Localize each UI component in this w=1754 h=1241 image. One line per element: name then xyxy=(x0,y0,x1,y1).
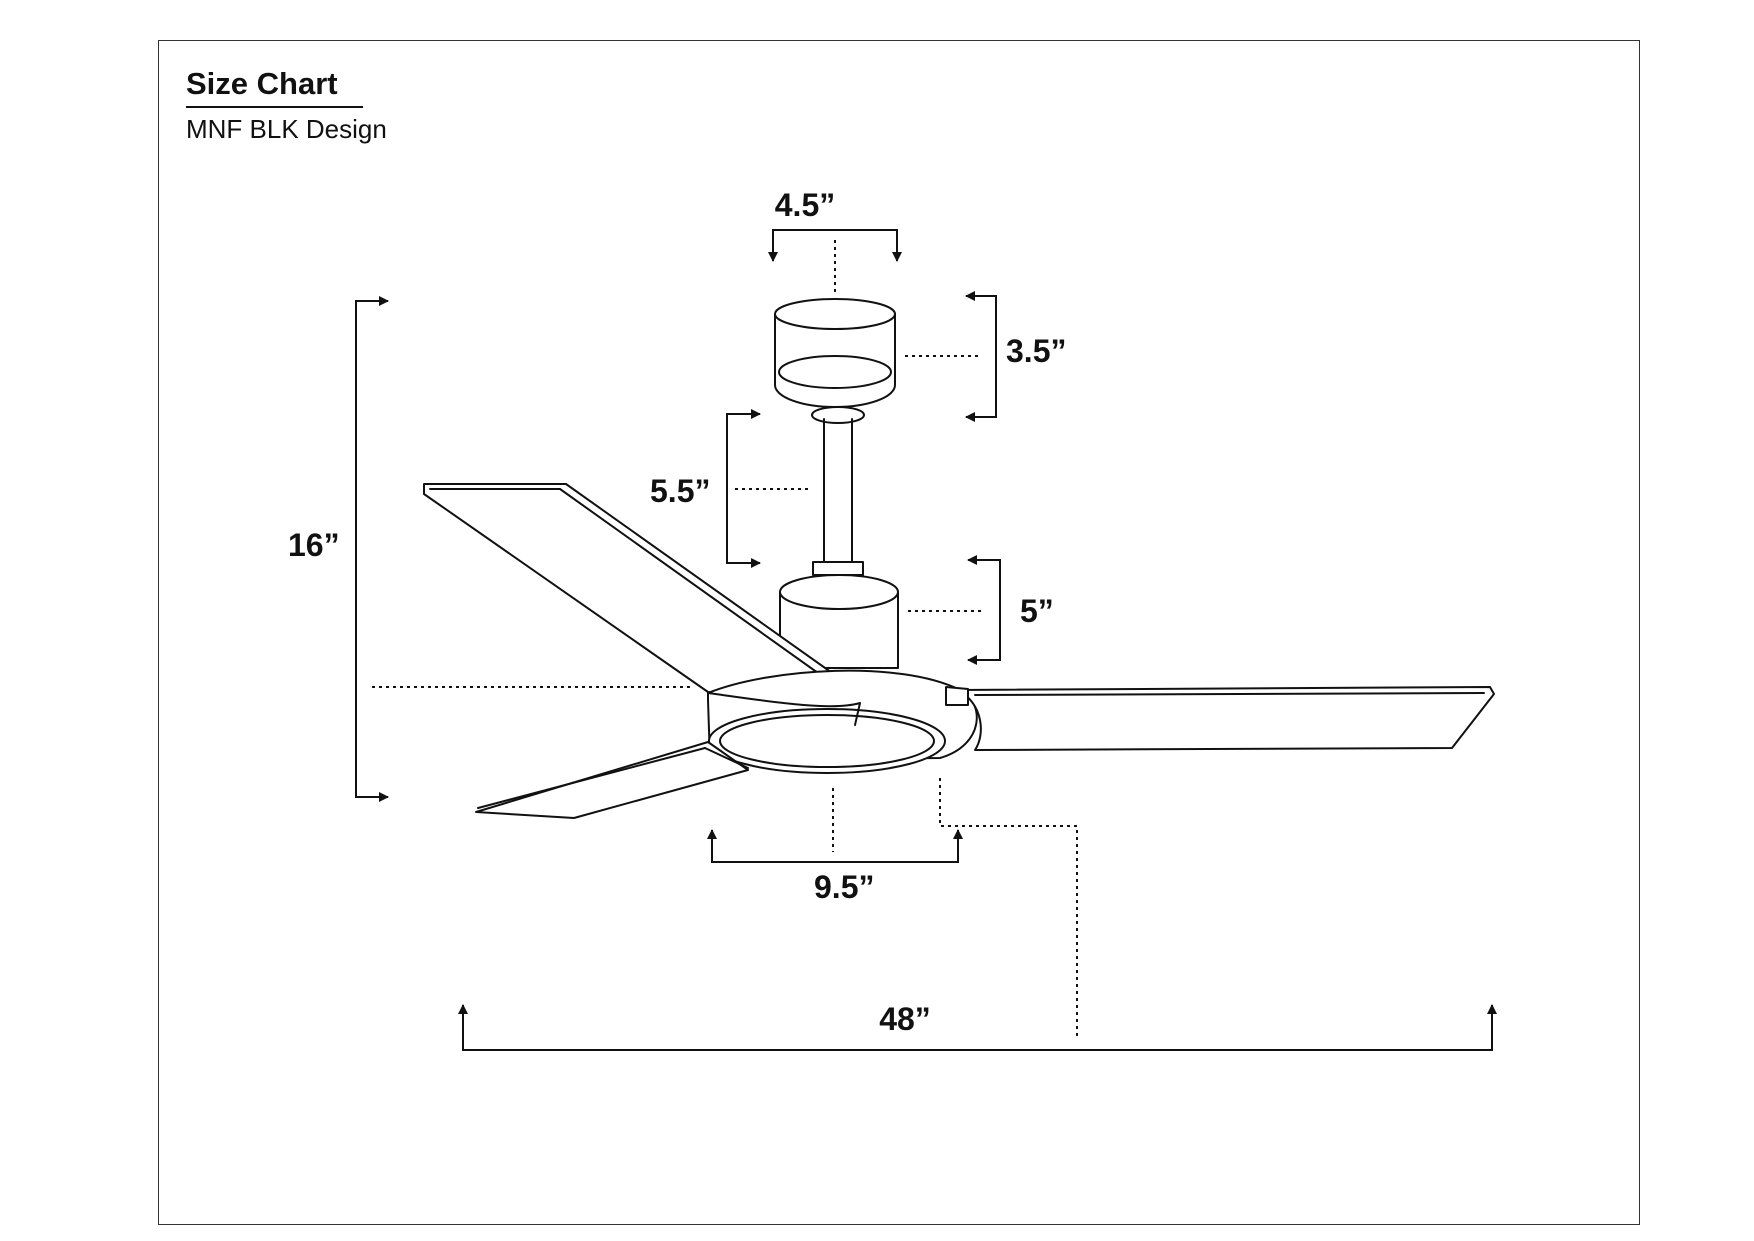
dim-downrod-length xyxy=(726,409,811,568)
title-underline xyxy=(186,106,363,108)
downrod xyxy=(812,418,864,576)
label-light-kit-width: 9.5” xyxy=(814,869,874,905)
dim-overall-height xyxy=(355,296,690,802)
blade-left-lower xyxy=(475,741,749,819)
diagram-frame xyxy=(158,40,1640,1225)
page-subtitle: MNF BLK Design xyxy=(186,114,387,144)
dim-blade-span xyxy=(458,778,1497,1051)
dim-canopy-width xyxy=(768,229,902,296)
page-title: Size Chart xyxy=(186,66,338,101)
dim-canopy-height xyxy=(905,291,997,422)
label-motor-height: 5” xyxy=(1020,593,1054,629)
motor-body-ring xyxy=(707,669,978,774)
label-blade-span: 48” xyxy=(879,1001,931,1037)
label-canopy-height: 3.5” xyxy=(1006,333,1066,369)
label-downrod-length: 5.5” xyxy=(650,473,710,509)
canopy xyxy=(774,298,896,424)
label-canopy-width: 4.5” xyxy=(775,187,835,223)
dim-motor-height xyxy=(908,555,1001,665)
motor-housing xyxy=(779,574,899,669)
label-overall-height: 16” xyxy=(288,527,340,563)
blade-right xyxy=(945,686,1495,751)
blade-left-upper xyxy=(423,483,843,695)
dim-light-kit-width xyxy=(707,788,963,863)
